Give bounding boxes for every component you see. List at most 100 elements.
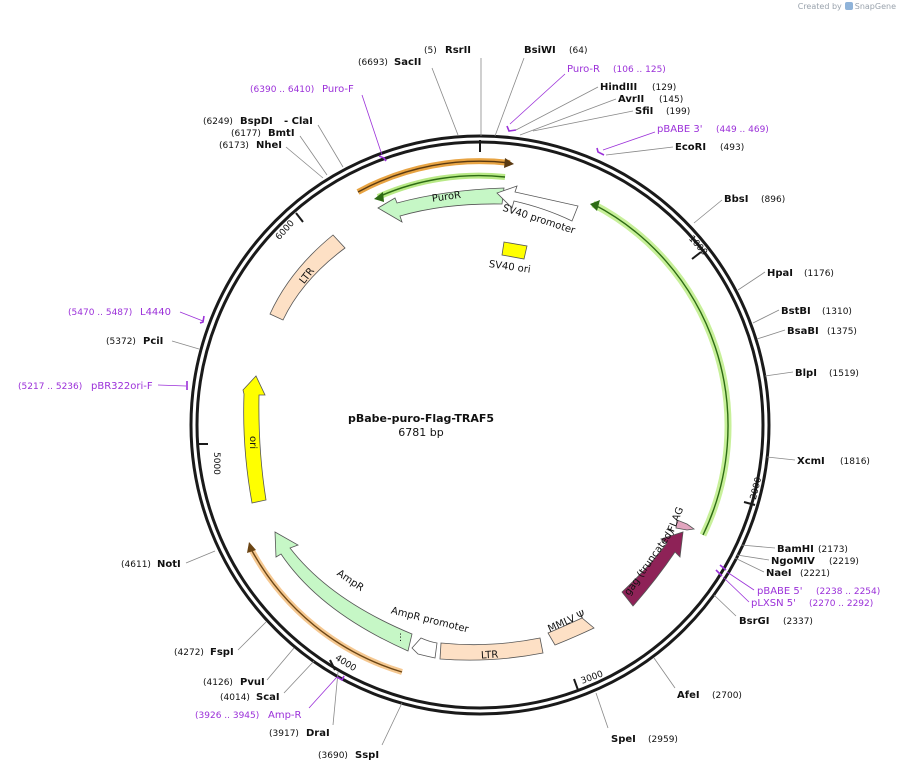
plasmid-name: pBabe-puro-Flag-TRAF5 [347,412,495,425]
site-line-naei [734,557,765,573]
site-name-xcmi: XcmI [797,456,825,467]
tick-label-4000: 4000 [333,653,358,674]
site-name-sacii: SacII [394,57,421,68]
ampr-feature [274,531,413,652]
green-arc-right-inner [592,203,729,536]
primer-mark-puro-r [506,125,517,132]
site-pos-xcmi: (1816) [840,457,870,467]
site-name-afei: AfeI [677,690,700,701]
site-name-bbsi: BbsI [724,194,748,205]
site-name-spei: SpeI [611,734,636,745]
site-line-fspi [237,621,267,651]
site-line-hindiii [515,86,599,131]
site-name-clai: - ClaI [284,116,313,127]
site-name-nhei: NheI [256,140,282,151]
primer-pos-pbabe3: (449 .. 469) [716,125,769,135]
primer-mark-pbabe5 [719,564,727,571]
site-pos-ecori: (493) [720,143,744,153]
site-name-pvui: PvuI [240,677,265,688]
site-line-bmti [299,135,328,176]
site-pos-spei: (2959) [648,735,678,745]
site-pos-noti: (4611) [121,560,151,570]
green-arc-right-head [590,200,600,211]
site-name-fspi: FspI [210,647,234,658]
tick-2000 [743,501,756,506]
gag-label: gag (truncated) [623,527,677,598]
primer-pos-amp-r: (3926 .. 3945) [195,711,259,721]
site-pos-sacii: (6693) [358,58,388,68]
site-line-pcii [171,340,200,350]
site-name-hpai: HpaI [767,268,793,279]
sv40-ori-label: SV40 ori [488,259,531,276]
site-pos-avrii: (145) [659,95,683,105]
credit-brand: SnapGene [854,2,896,11]
orange-arc-top-inner [357,160,511,193]
site-line-nhei [285,146,324,179]
tick-3000 [573,678,579,691]
tick-1000 [691,251,702,260]
site-pos-nhei: (6173) [219,141,249,151]
ori-label: ori [247,436,258,449]
site-line-bsiwi [494,57,525,137]
site-line-bbsi [693,199,723,224]
site-line-spei [595,692,609,729]
site-pos-naei: (2221) [800,569,830,579]
primer-mark-puro-f [378,155,387,162]
site-line-avrii [519,98,617,136]
ori-feature [242,375,267,504]
site-pos-scai: (4014) [220,693,250,703]
primer-name-puro-r: Puro-R [567,64,600,75]
site-name-ngomiv: NgoMIV [771,556,815,567]
site-name-bsabi: BsaBI [787,326,819,337]
primer-mark-l4440 [199,315,205,324]
mmlv-feature [547,617,595,646]
primer-name-pbabe5: pBABE 5' [757,586,803,597]
ampr-promoter-feature [411,637,438,659]
site-name-hindiii: HindIII [600,82,637,93]
site-name-avrii: AvrII [618,94,644,105]
site-name-pcii: PciI [143,336,163,347]
site-pos-blpi: (1519) [829,369,859,379]
primer-line-pbabe3 [602,131,656,151]
site-pos-hpai: (1176) [804,269,834,279]
site-pos-afei: (2700) [712,691,742,701]
site-line-pvui [266,647,295,681]
ltr-bottom-label: LTR [481,650,499,662]
site-line-sfii [532,110,634,132]
site-pos-fspi: (4272) [174,648,204,658]
ampr-dots: ⋮ [396,633,405,643]
site-line-sacii [431,67,459,136]
site-name-sfii: SfiI [635,106,653,117]
primer-name-pbabe3: pBABE 3' [657,124,703,135]
site-pos-bsrgi: (2337) [783,617,813,627]
site-pos-pvui: (4126) [203,678,233,688]
site-pos-hindiii: (129) [652,83,676,93]
site-name-blpi: BlpI [795,368,817,379]
site-name-naei: NaeI [766,568,792,579]
tick-4000 [329,659,336,671]
primer-name-puro-f: Puro-F [322,84,354,95]
credit-prefix: Created by [797,2,842,11]
primer-mark-pbabe3 [596,147,605,156]
primer-pos-plxsn5: (2270 .. 2292) [809,599,873,609]
tick-label-5000: 5000 [211,452,221,475]
gag-feature [621,531,684,607]
site-line-ngomiv [736,554,770,561]
orange-arc-bottom-head [247,542,256,553]
snapgene-credit: Created by SnapGene [798,2,896,11]
snapgene-logo-icon [844,2,853,10]
site-name-bspdi: BspDI [240,116,273,127]
primer-mark-plxsn5 [715,569,723,577]
site-name-sspi: SspI [355,750,379,761]
primer-line-pbabe5 [726,571,755,591]
site-pos-rsrii: (5) [424,46,437,56]
primer-pos-pbr322ori-f: (5217 .. 5236) [18,382,82,392]
site-line-ecori [605,146,674,156]
primer-mark-amp-r [336,675,345,682]
site-line-blpi [764,371,794,377]
green-arc-top-inner [377,174,506,198]
ltr-top-feature [269,234,346,321]
site-pos-bbsi: (896) [761,195,785,205]
